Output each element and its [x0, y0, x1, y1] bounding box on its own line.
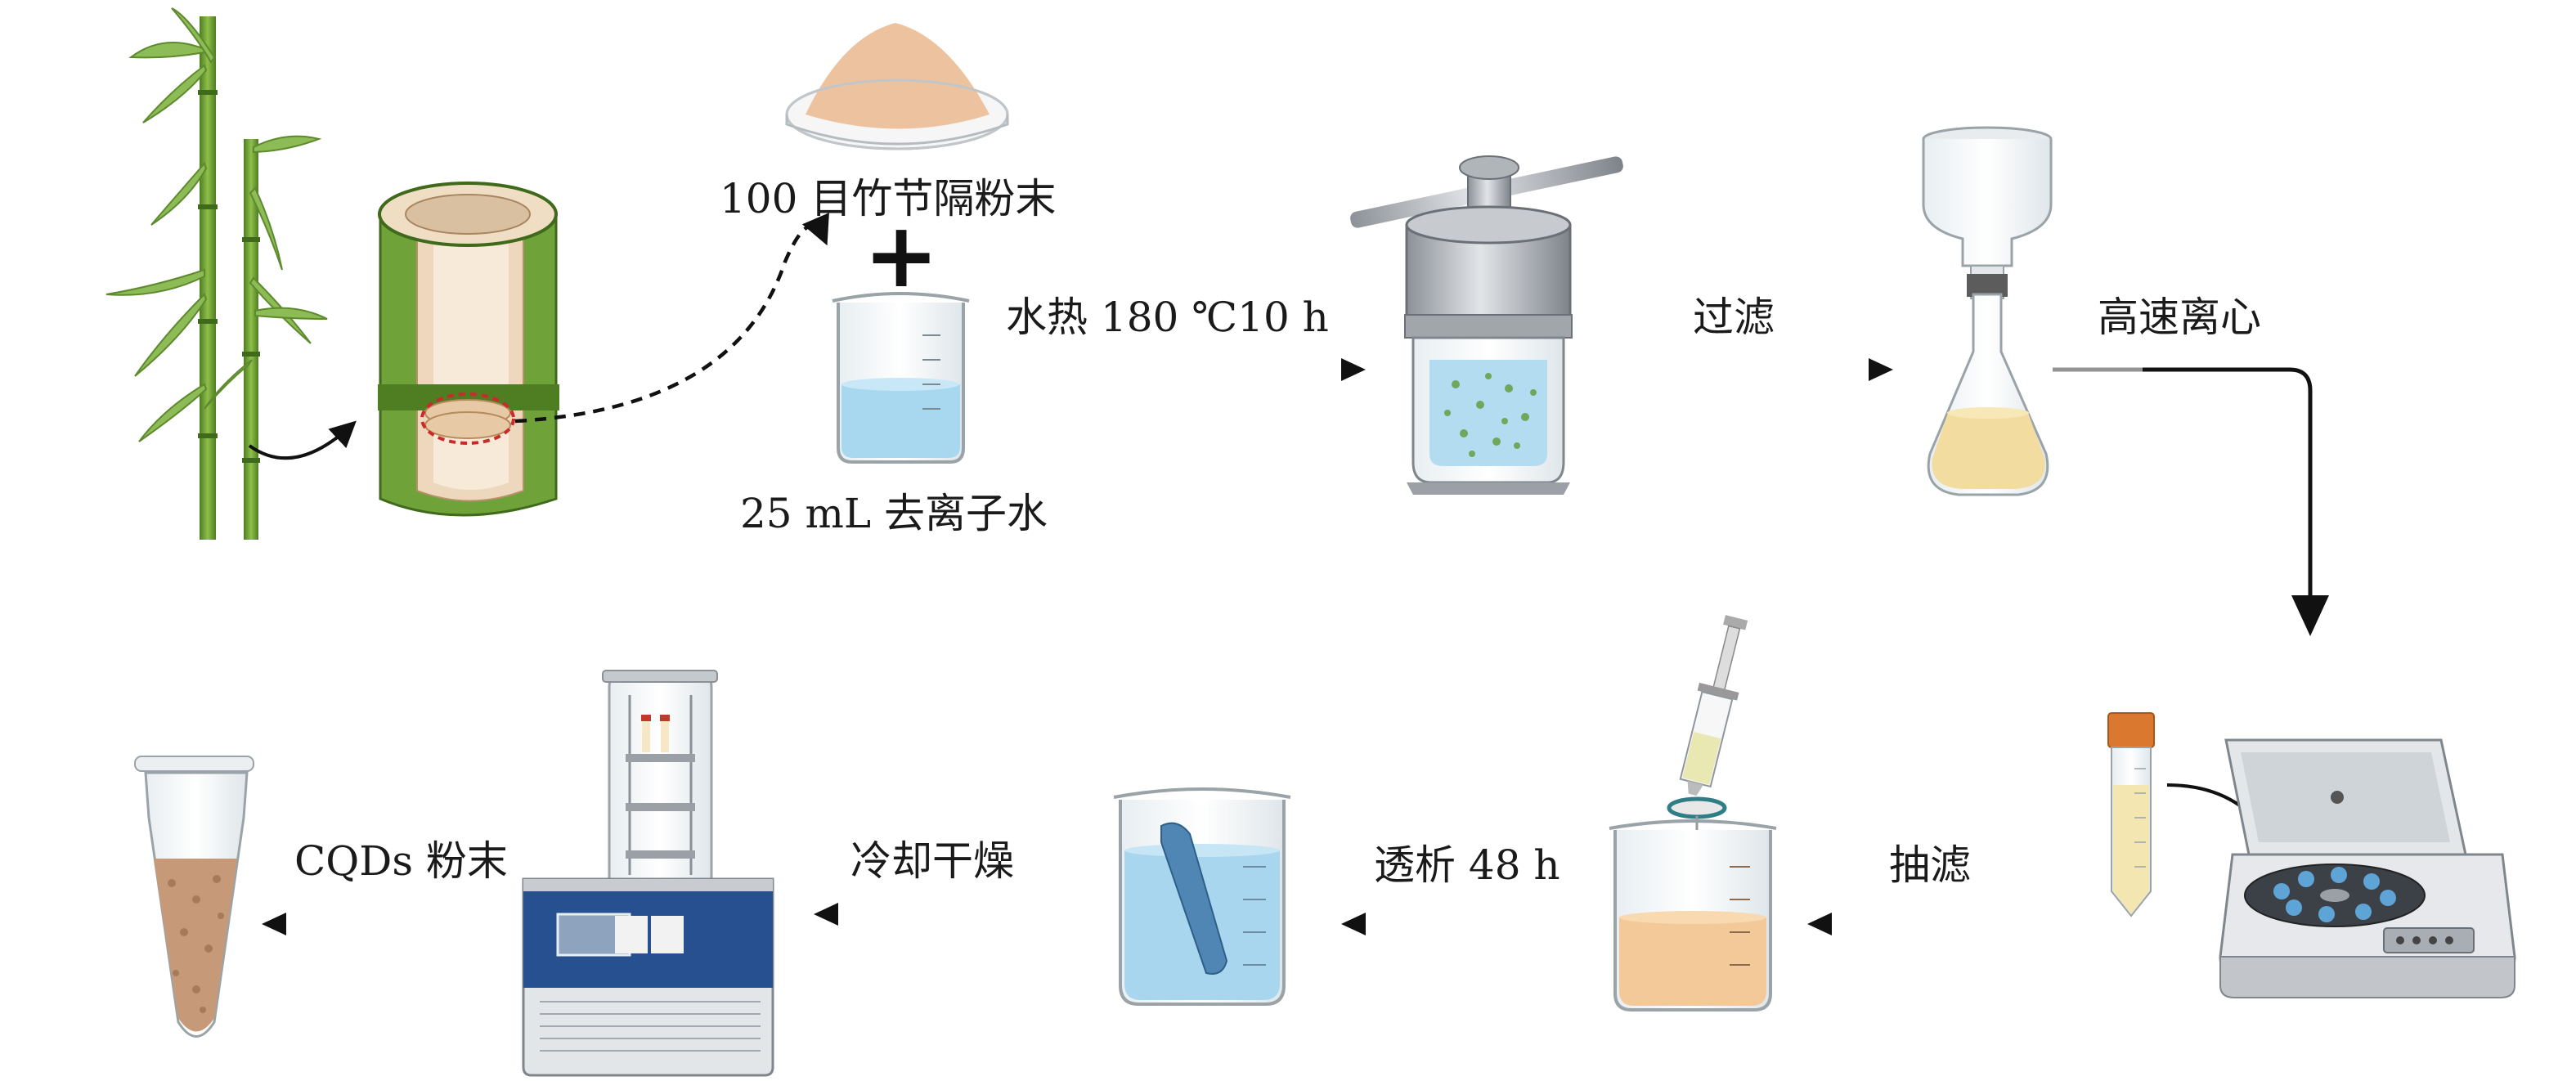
water-beaker-icon	[832, 292, 970, 464]
syringe-filter-icon	[1667, 615, 1748, 844]
arrow-dialysis	[1341, 913, 1591, 935]
centrifuge-tube-icon	[2107, 712, 2155, 917]
arrow-hydrothermal	[1026, 358, 1366, 381]
arrow-section-to-powder	[514, 213, 829, 424]
powder-dish-icon	[785, 23, 1009, 150]
cqds-powder-tube-icon	[134, 756, 254, 1038]
label-suction: 抽滤	[1889, 841, 1971, 889]
label-centrifuge: 高速离心	[2098, 294, 2261, 341]
autoclave-icon	[1350, 155, 1623, 495]
label-dialysis: 透析 48 h	[1374, 841, 1560, 889]
filter-flask-icon	[1922, 126, 2053, 496]
label-product: CQDs 粉末	[294, 837, 508, 885]
centrifuge-icon	[2219, 738, 2516, 998]
dialysis-beaker-icon	[1609, 819, 1777, 1012]
arrow-product	[262, 913, 503, 935]
label-freeze-dry: 冷却干燥	[850, 837, 1014, 885]
arrow-freeze-dry	[814, 903, 1079, 926]
bamboo-section-icon	[378, 182, 559, 517]
plus-icon: +	[864, 203, 939, 307]
bamboo-plant-icon	[105, 7, 328, 540]
label-hydrothermal: 水热 180 ℃10 h	[1006, 294, 1329, 341]
label-filter: 过滤	[1693, 294, 1775, 341]
label-water: 25 mL 去离子水	[740, 490, 1048, 537]
arrow-bamboo-to-section	[248, 420, 357, 460]
arrow-filter	[1578, 358, 1893, 381]
label-powder: 100 目竹节隔粉末	[720, 175, 1056, 222]
arrow-centrifuge	[2053, 366, 2329, 636]
dialysis-bag-beaker-icon	[1113, 787, 1291, 1006]
arrow-suction	[1807, 913, 2094, 935]
freeze-dryer-icon	[522, 670, 774, 1077]
